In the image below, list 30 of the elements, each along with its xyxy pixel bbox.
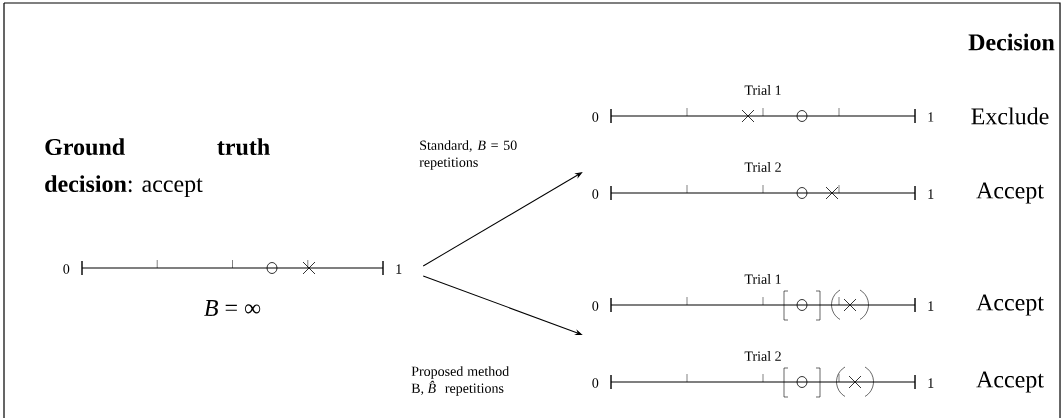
arrow — [422, 172, 583, 267]
number-line — [610, 184, 916, 201]
scale-label: 1 — [928, 189, 934, 199]
scale-label: 0 — [592, 378, 599, 388]
scale-label: 0 — [592, 112, 599, 122]
scale-label: 0 — [592, 189, 599, 199]
decision-label: Accept — [976, 294, 1044, 316]
ground-truth-text: Ground truth decision: accept — [45, 138, 270, 197]
decision-label: Exclude — [971, 107, 1049, 125]
edge-label: Standard, B = 50 repetitions — [419, 140, 517, 170]
scale-label: 1 — [928, 301, 934, 311]
number-line — [610, 296, 916, 313]
scale-label: 1 — [928, 378, 934, 388]
scale-label: 1 — [928, 112, 934, 122]
arrow — [422, 275, 582, 336]
trial-label: Trial 2 — [744, 351, 781, 361]
trial-label: Trial 1 — [744, 85, 781, 95]
scale-label: 1 — [396, 264, 402, 274]
scale-label: 0 — [63, 264, 70, 274]
scale-caption: B = ∞ — [204, 300, 261, 316]
number-line — [610, 373, 916, 390]
trial-label: Trial 2 — [744, 162, 781, 172]
column-heading: Decision — [968, 33, 1055, 51]
edge-label: Proposed method B, B̂ repetitions — [411, 366, 510, 396]
number-line — [81, 259, 384, 276]
trial-label: Trial 1 — [744, 274, 781, 284]
decision-label: Accept — [976, 182, 1044, 204]
number-line — [610, 107, 916, 124]
scale-label: 0 — [592, 301, 599, 311]
decision-label: Accept — [976, 371, 1044, 393]
